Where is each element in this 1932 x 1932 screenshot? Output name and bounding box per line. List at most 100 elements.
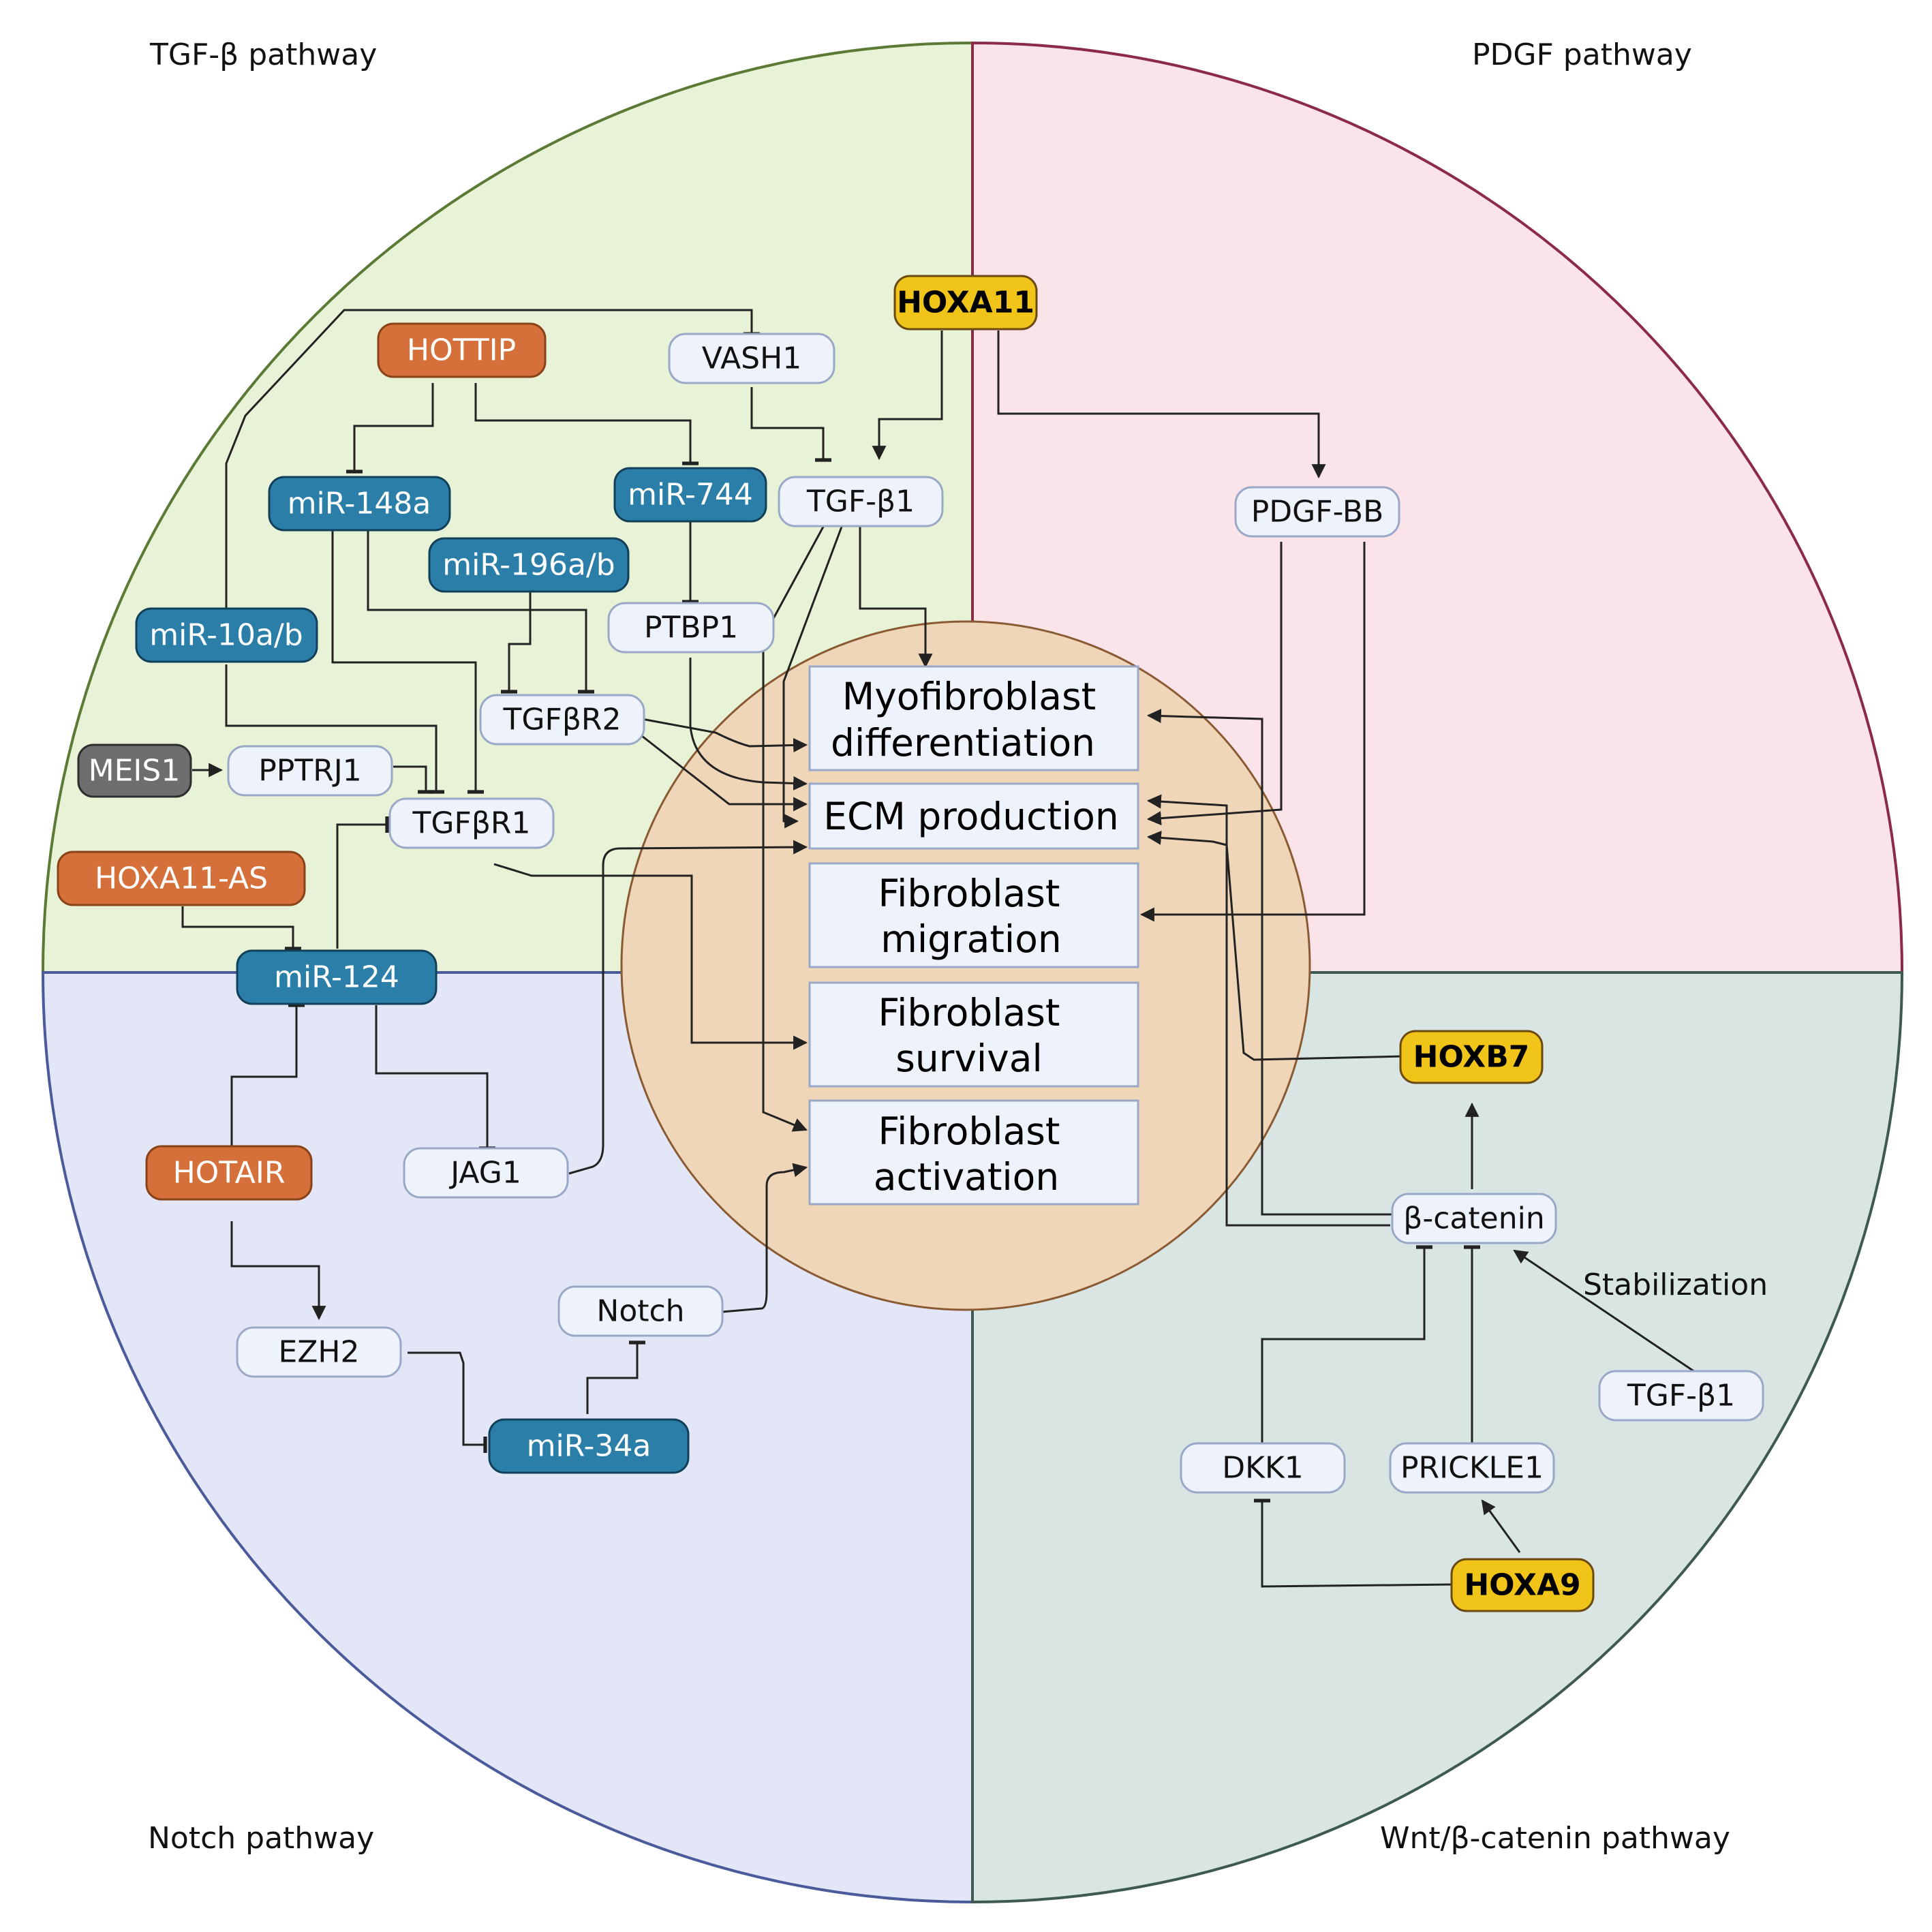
label-tgfbr2: TGFβR2	[503, 703, 622, 737]
outcome-fibroblast-migration: Fibroblast migration	[808, 862, 1139, 968]
outcome-ecm-production: ECM production	[808, 782, 1139, 850]
node-hoxa11-as: HOXA11-AS	[57, 850, 306, 906]
node-ezh2: EZH2	[236, 1326, 402, 1378]
edge-pptrj1-tgfbr1	[393, 765, 434, 794]
edge-pdgfbb-mig	[1139, 542, 1366, 922]
edge-bcatenin-ecm	[1146, 794, 1390, 1227]
edge-hoxa9-prickle1	[1481, 1499, 1521, 1553]
label-hoxa11-as: HOXA11-AS	[95, 861, 268, 896]
label-hoxa11: HOXA11	[897, 286, 1034, 320]
node-tgfbr1: TGFβR1	[388, 797, 555, 849]
edge-tgfb1wnt-bcatenin	[1513, 1249, 1698, 1375]
edge-hottip-mir744	[474, 383, 699, 465]
outcome-mig-line2: migration	[880, 917, 1061, 961]
node-dkk1: DKK1	[1180, 1442, 1346, 1494]
label-jag1: JAG1	[448, 1156, 521, 1191]
edge-hoxa11-pdgfbb	[997, 331, 1326, 479]
edge-tgfbr1-surv	[493, 863, 808, 1050]
outcome-ecm: ECM production	[823, 795, 1118, 838]
notch-border	[41, 971, 974, 1904]
node-hoxa11: HOXA11	[893, 275, 1038, 331]
node-ptbp1: PTBP1	[607, 602, 775, 654]
edge-jag1-ecm	[568, 840, 808, 1175]
label-hoxa9: HOXA9	[1464, 1568, 1580, 1603]
tgfb-border	[41, 41, 974, 974]
outcome-fibroblast-survival: Fibroblast survival	[808, 981, 1139, 1088]
node-notch: Notch	[557, 1285, 724, 1337]
label-tgfb1-wnt: TGF-β1	[1627, 1379, 1735, 1413]
node-tgfbr2: TGFβR2	[479, 694, 645, 746]
pdgf-border	[971, 41, 1904, 974]
node-mir124: miR-124	[236, 949, 438, 1005]
label-hoxb7: HOXB7	[1413, 1040, 1530, 1075]
node-mir196: miR-196a/b	[428, 537, 630, 593]
label-mir34a: miR-34a	[527, 1429, 651, 1464]
node-pdgfbb: PDGF-BB	[1234, 486, 1400, 538]
edge-tgfb1-myo	[859, 527, 933, 669]
outcome-fibroblast-activation: Fibroblast activation	[808, 1099, 1139, 1206]
outcomes: Myofibroblast differentiation ECM produc…	[808, 665, 1139, 1206]
edge-ptbp1-ecm	[689, 658, 808, 791]
node-hoxa9: HOXA9	[1450, 1558, 1595, 1612]
label-mir148a: miR-148a	[288, 487, 431, 521]
edge-mir34a-notch	[586, 1340, 645, 1414]
edge-hoxb7-ecm	[1146, 830, 1403, 1061]
node-meis1: MEIS1	[77, 743, 192, 798]
node-prickle1: PRICKLE1	[1389, 1442, 1555, 1494]
outcome-act-line1: Fibroblast	[878, 1109, 1060, 1153]
label-mir196: miR-196a/b	[442, 548, 615, 583]
edge-tgfbr2-myo	[641, 718, 808, 752]
edge-dkk1-bcatenin	[1261, 1245, 1432, 1443]
outcome-myofibroblast-differentiation: Myofibroblast differentiation	[808, 665, 1139, 771]
nodes: HOXA11 HOXB7 HOXA9 HOTTIP HOXA11-AS HOTA…	[57, 275, 1764, 1612]
node-mir34a: miR-34a	[488, 1418, 690, 1474]
node-mir744: miR-744	[613, 467, 767, 523]
edge-hoxa11-tgfb1	[872, 331, 943, 461]
node-pptrj1: PPTRJ1	[227, 745, 393, 797]
node-tgfb1-wnt: TGF-β1	[1598, 1370, 1764, 1422]
notch-pathway-label: Notch pathway	[148, 1821, 374, 1856]
label-bcatenin: β-catenin	[1403, 1201, 1544, 1236]
label-pptrj1: PPTRJ1	[258, 754, 362, 788]
label-vash1: VASH1	[702, 341, 801, 376]
edge-bcatenin-myo	[1146, 709, 1394, 1216]
node-hottip: HOTTIP	[377, 322, 547, 378]
label-meis1: MEIS1	[89, 754, 181, 788]
pdgf-pathway-label: PDGF pathway	[1472, 37, 1692, 72]
edge-hottip-mir148a	[346, 383, 434, 474]
wnt-pathway-label: Wnt/β-catenin pathway	[1380, 1821, 1730, 1856]
outcome-surv-line1: Fibroblast	[878, 991, 1060, 1034]
outcome-surv-line2: survival	[895, 1037, 1043, 1080]
node-bcatenin: β-catenin	[1391, 1193, 1557, 1244]
tgfb-pathway-label: TGF-β pathway	[149, 37, 377, 72]
edge-mir10-tgfbr1	[225, 664, 444, 794]
outcome-mig-line1: Fibroblast	[878, 872, 1060, 915]
edge-ezh2-mir34a	[408, 1351, 487, 1453]
edge-pdgfbb-ecm	[1146, 542, 1283, 826]
label-notch: Notch	[596, 1294, 684, 1329]
edge-mir10-vash1	[225, 309, 760, 609]
edge-hoxa9-dkk1	[1254, 1499, 1454, 1588]
node-jag1: JAG1	[403, 1147, 569, 1199]
edge-mir124-jag1	[375, 1005, 495, 1150]
label-ptbp1: PTBP1	[644, 611, 738, 645]
wnt-border	[971, 971, 1904, 1904]
outcome-myo-line1: Myofibroblast	[842, 675, 1096, 718]
edge-mir148a-tgfbr2	[367, 530, 594, 694]
edge-notch-act	[722, 1163, 808, 1313]
node-vash1: VASH1	[668, 333, 835, 384]
node-mir148a: miR-148a	[268, 476, 451, 532]
label-pdgfbb: PDGF-BB	[1251, 495, 1384, 530]
edge-vash1-tgfb1	[750, 387, 831, 462]
label-tgfbr1: TGFβR1	[412, 806, 531, 841]
label-mir10: miR-10a/b	[149, 618, 303, 653]
edge-tgfb1-act	[762, 526, 825, 1132]
node-hoxb7: HOXB7	[1399, 1030, 1544, 1084]
node-tgfb1-top: TGF-β1	[778, 476, 944, 527]
outcome-act-line2: activation	[874, 1155, 1059, 1199]
label-mir124: miR-124	[274, 960, 399, 995]
stabilization-label: Stabilization	[1583, 1268, 1768, 1302]
edge-tgfb1-ecm	[782, 526, 843, 829]
label-prickle1: PRICKLE1	[1400, 1451, 1544, 1486]
edge-hotair-ezh2	[230, 1221, 326, 1321]
